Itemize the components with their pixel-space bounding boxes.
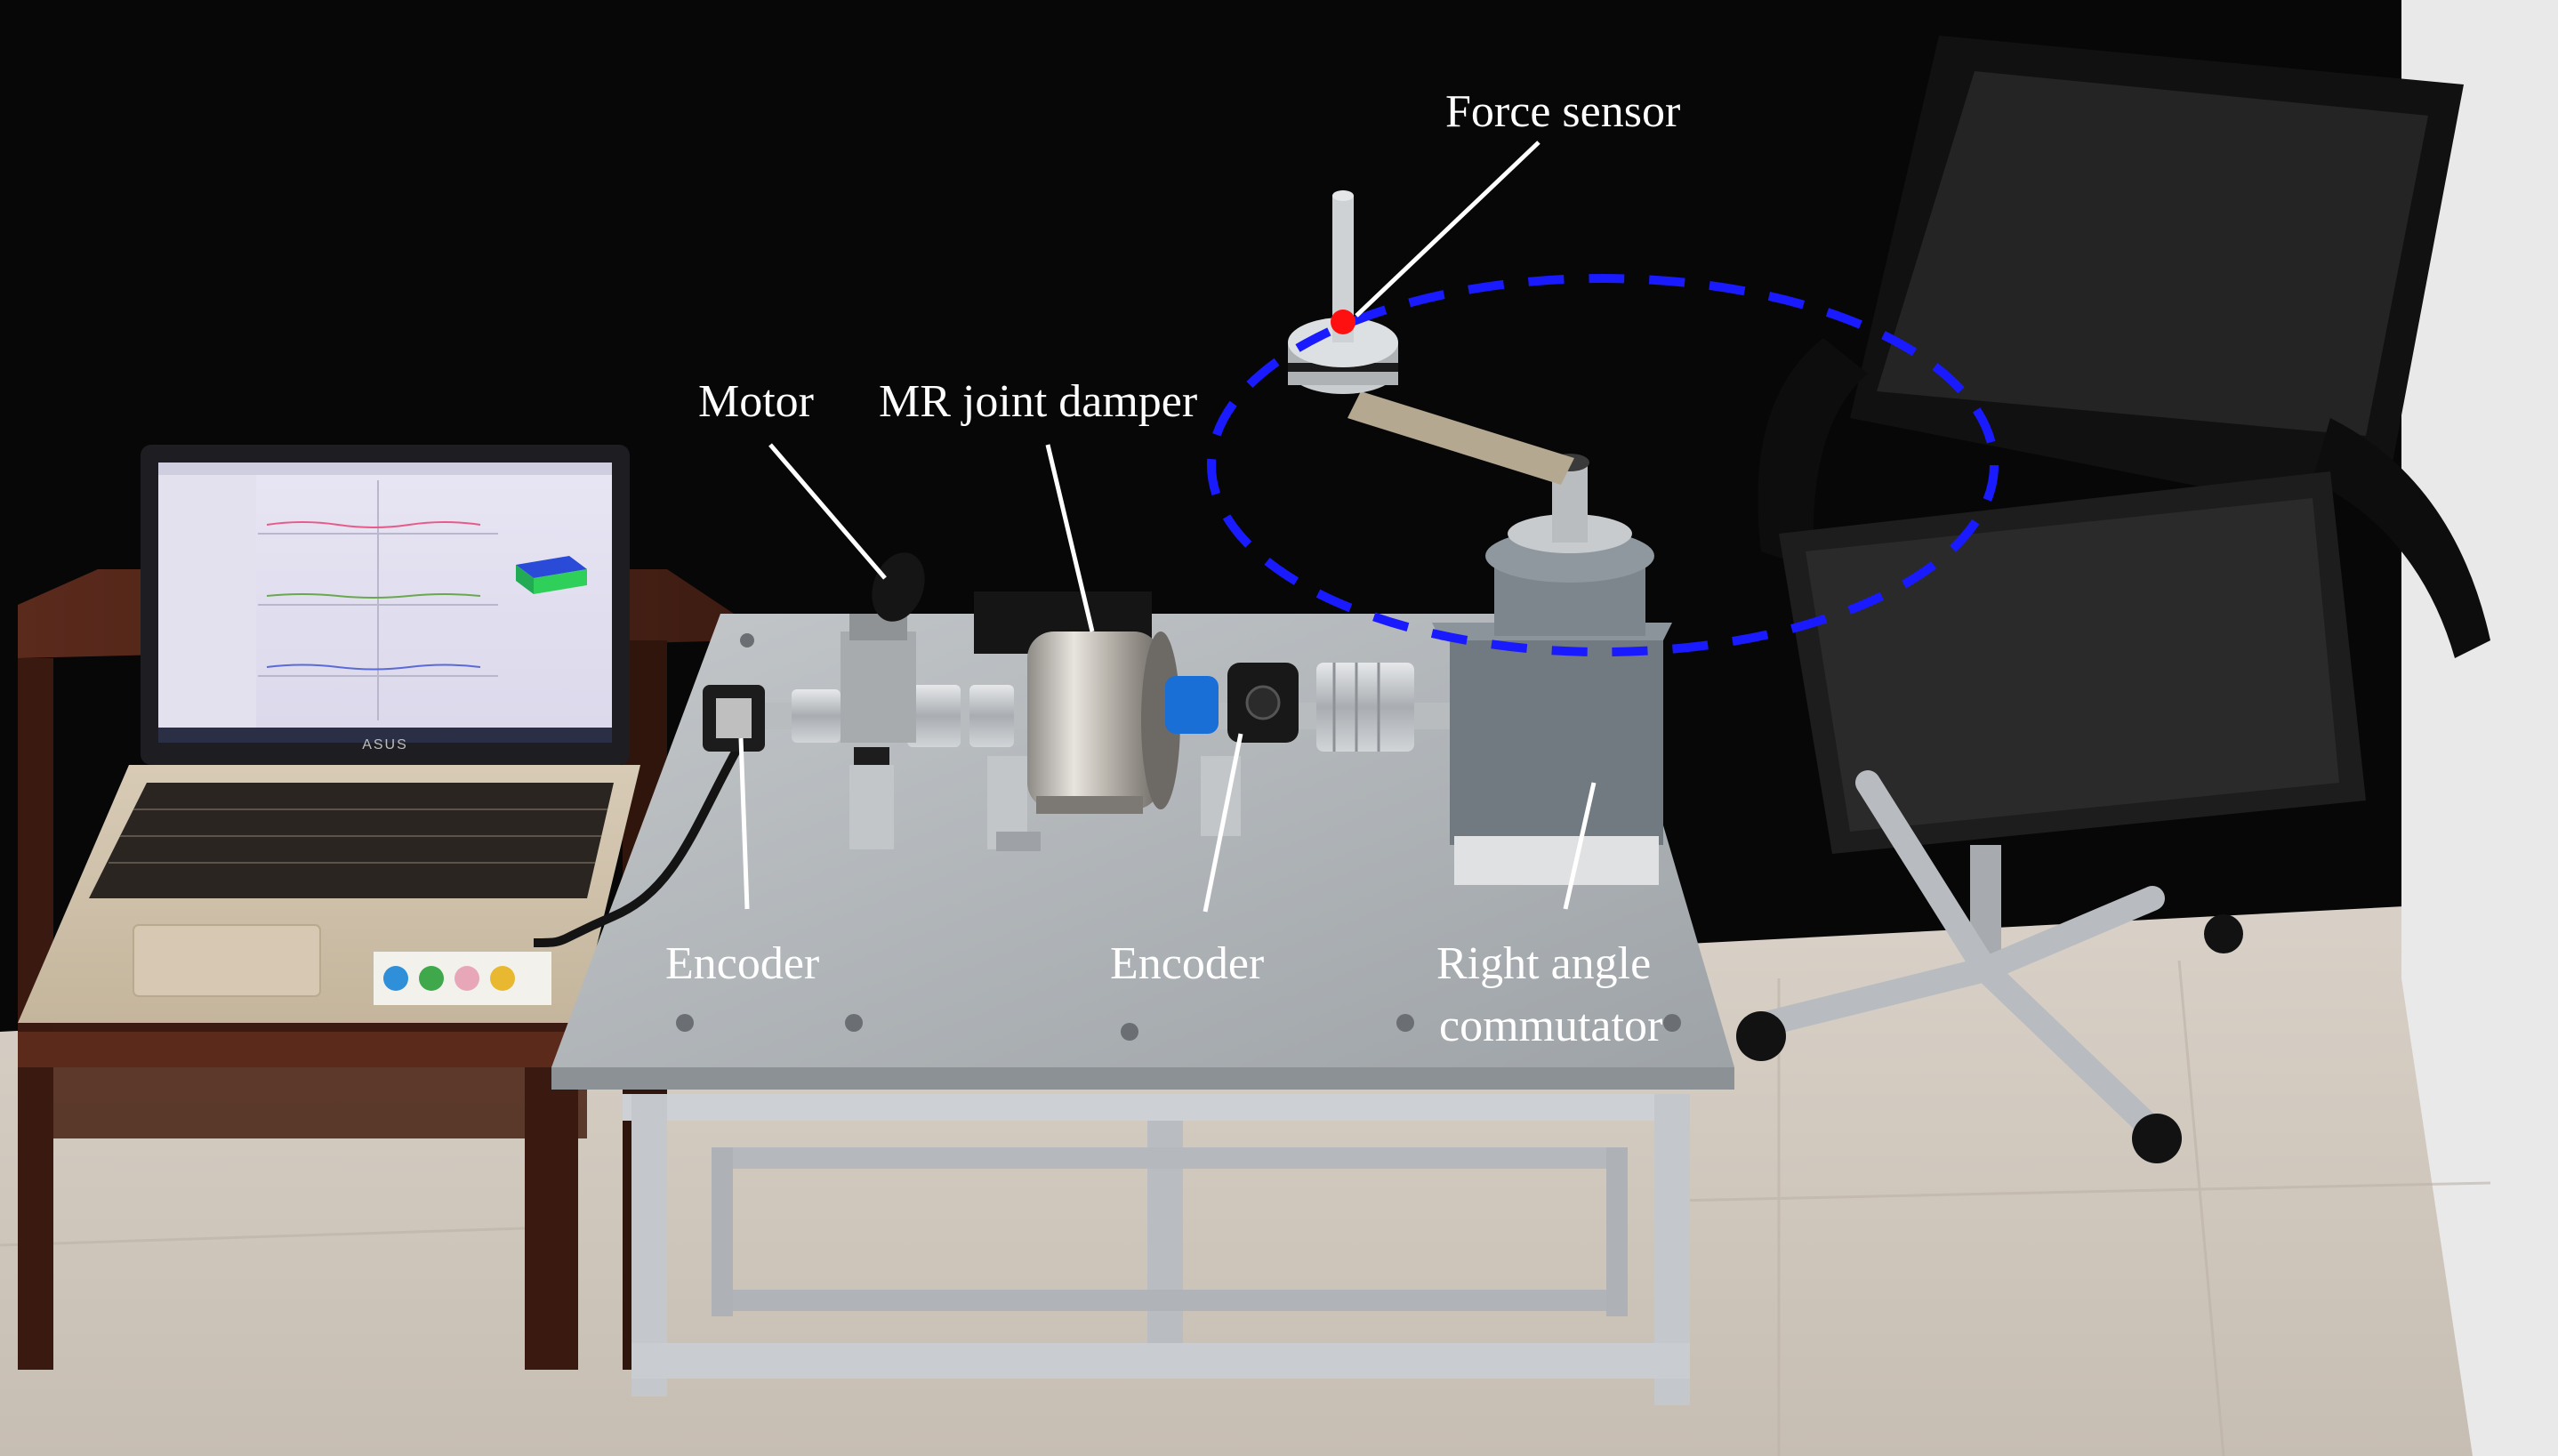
- right-angle-commutator: [1432, 454, 1672, 885]
- mr-joint-damper: [974, 591, 1180, 814]
- label-right-angle-line2: commutator: [1439, 1001, 1662, 1051]
- keyboard: [89, 783, 614, 898]
- cable: [533, 744, 743, 947]
- 3d-block-icon: [516, 556, 587, 578]
- white-wall-right: [2401, 0, 2558, 1456]
- trajectory-ellipse: [1207, 274, 1999, 656]
- label-mr-joint-damper: MR joint damper: [879, 376, 1197, 427]
- base-plate-edge: [551, 1067, 1734, 1090]
- label-motor: Motor: [698, 376, 814, 427]
- aluminium-frame: [623, 1094, 1690, 1405]
- laptop-stickers: [374, 952, 551, 1005]
- couplings: [792, 685, 1014, 747]
- plate-bolts: [676, 633, 1681, 1041]
- label-encoder-right: Encoder: [1110, 938, 1264, 989]
- force-sensor-marker: [1331, 310, 1355, 334]
- touchpad: [133, 924, 321, 997]
- label-right-angle-line1: Right angle: [1436, 938, 1651, 989]
- label-encoder-left: Encoder: [665, 938, 819, 989]
- label-force-sensor: Force sensor: [1445, 86, 1680, 137]
- laptop: ASUS: [18, 445, 640, 1023]
- right-encoder: [1165, 663, 1299, 743]
- laptop-brand-logo: ASUS: [362, 737, 408, 752]
- left-encoder: [703, 685, 765, 752]
- right-coupling: [1316, 663, 1414, 752]
- leader-lines: [738, 141, 1597, 913]
- floor-tiles: [0, 960, 2491, 1456]
